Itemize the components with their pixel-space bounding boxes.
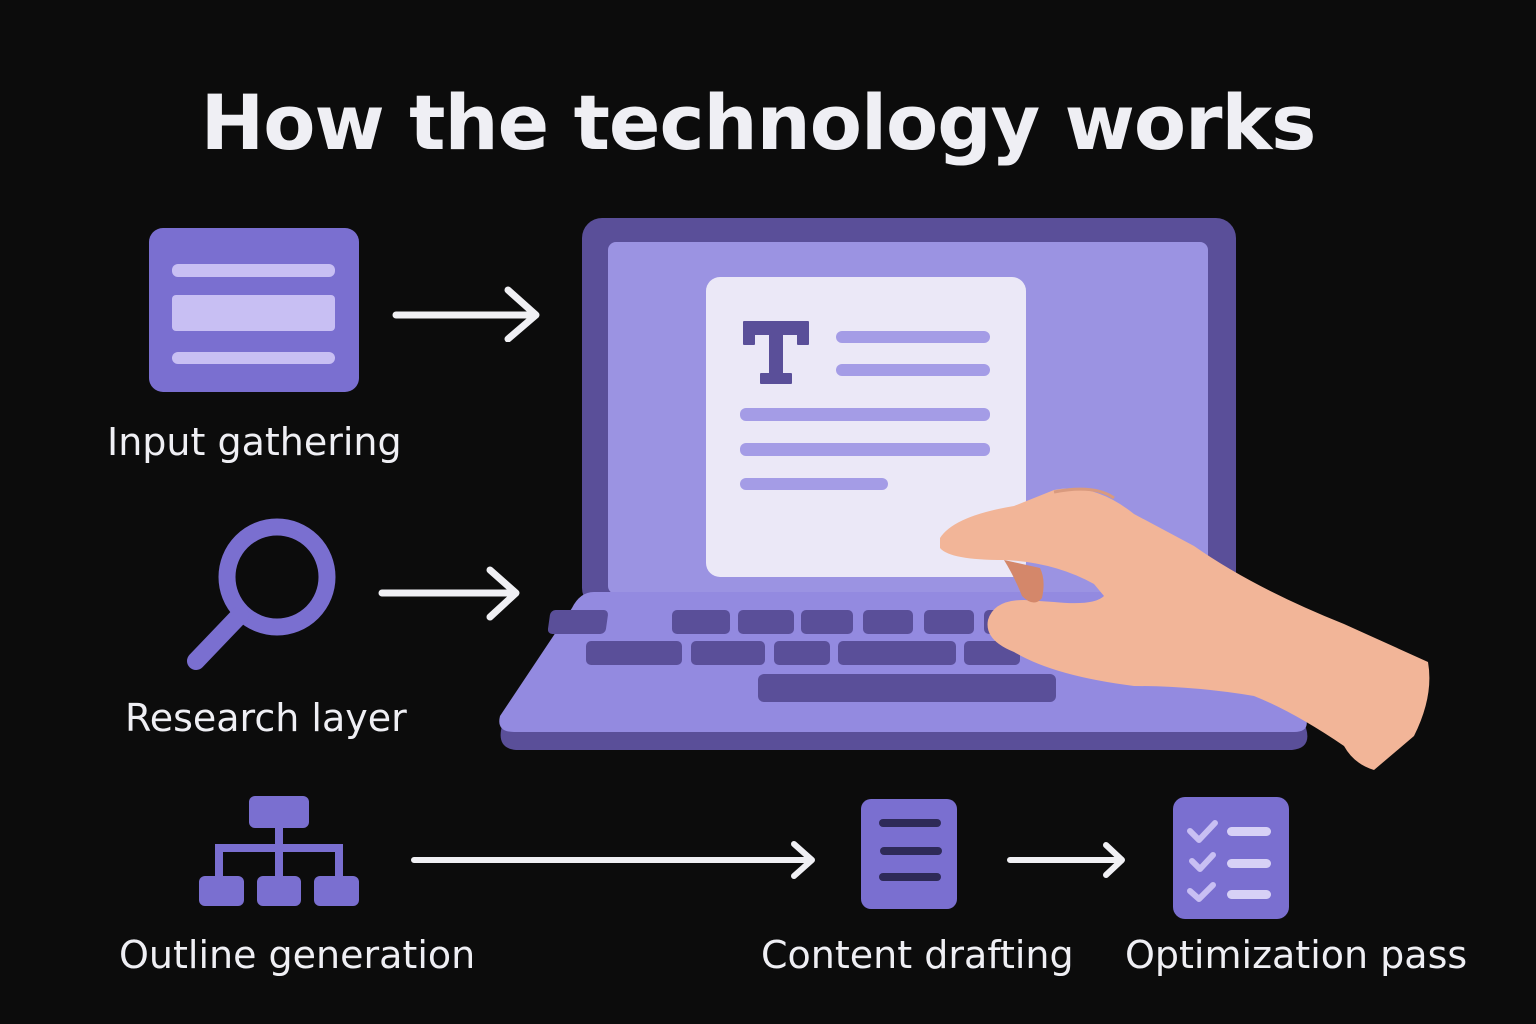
arrow-right-icon — [392, 286, 542, 342]
checklist-icon — [1173, 797, 1289, 919]
arrow-right-icon — [378, 566, 524, 622]
page-title: How the technology works — [200, 78, 1317, 167]
step-label-outline: Outline generation — [119, 933, 476, 977]
hierarchy-icon — [199, 796, 359, 908]
form-icon — [149, 228, 359, 392]
text-document-icon — [706, 277, 1026, 577]
arrow-right-icon — [410, 838, 820, 882]
arrow-right-icon — [1006, 840, 1130, 882]
step-label-optimization: Optimization pass — [1125, 933, 1468, 977]
step-label-drafting: Content drafting — [761, 933, 1074, 977]
magnifier-icon — [184, 513, 344, 675]
laptop-with-hand-illustration — [494, 216, 1434, 776]
step-label-research: Research layer — [125, 696, 407, 740]
step-label-input: Input gathering — [107, 420, 402, 464]
document-icon — [861, 799, 957, 909]
